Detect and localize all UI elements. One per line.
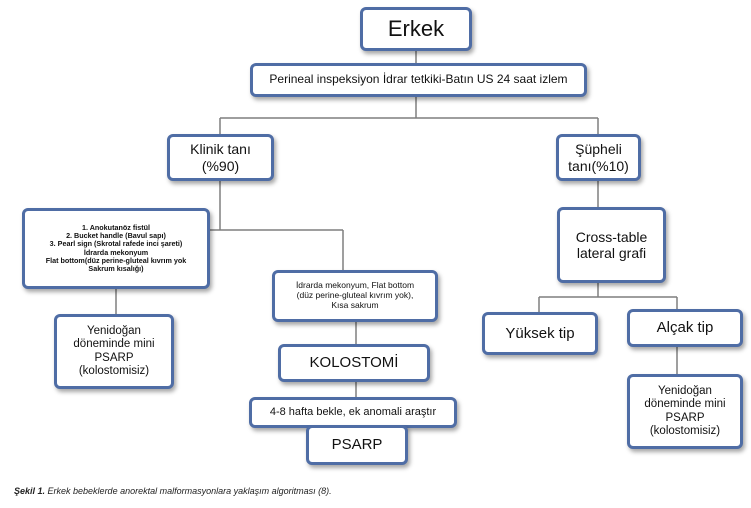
node-findings: 1. Anokutanöz fistül 2. Bucket handle (B… bbox=[22, 208, 210, 289]
node-newborn-left: Yenidoğan döneminde mini PSARP (kolostom… bbox=[54, 314, 174, 389]
node-colostomy-label: KOLOSTOMİ bbox=[309, 354, 399, 372]
node-wait: 4-8 hafta bekle, ek anomali araştır bbox=[249, 397, 457, 428]
caption-text: Erkek bebeklerde anorektal malformasyonl… bbox=[45, 486, 332, 496]
node-crosstable: Cross-table lateral grafi bbox=[557, 207, 666, 283]
node-newborn-right: Yenidoğan döneminde mini PSARP (kolostom… bbox=[627, 374, 743, 449]
node-urine-meconium-label: İdrarda mekonyum, Flat bottom (düz perin… bbox=[295, 280, 415, 310]
node-wait-label: 4-8 hafta bekle, ek anomali araştır bbox=[269, 406, 437, 419]
node-inspection: Perineal inspeksiyon İdrar tetkiki-Batın… bbox=[250, 63, 587, 97]
figure-caption: Şekil 1. Erkek bebeklerde anorektal malf… bbox=[14, 486, 332, 496]
node-root: Erkek bbox=[360, 7, 472, 51]
node-high-label: Yüksek tip bbox=[505, 324, 575, 342]
node-newborn-left-label: Yenidoğan döneminde mini PSARP (kolostom… bbox=[73, 325, 155, 377]
node-low: Alçak tip bbox=[627, 309, 743, 347]
node-suspect-label: Şüpheli tanı(%10) bbox=[568, 141, 629, 174]
node-suspect: Şüpheli tanı(%10) bbox=[556, 134, 641, 181]
node-root-label: Erkek bbox=[387, 16, 445, 42]
node-inspection-label: Perineal inspeksiyon İdrar tetkiki-Batın… bbox=[269, 72, 568, 87]
node-newborn-right-label: Yenidoğan döneminde mini PSARP (kolostom… bbox=[644, 385, 726, 437]
node-crosstable-label: Cross-table lateral grafi bbox=[575, 228, 648, 261]
node-clinical-label: Klinik tanı (%90) bbox=[190, 141, 251, 174]
node-psarp: PSARP bbox=[306, 425, 408, 465]
node-high: Yüksek tip bbox=[482, 312, 598, 355]
node-low-label: Alçak tip bbox=[656, 319, 714, 337]
node-findings-label: 1. Anokutanöz fistül 2. Bucket handle (B… bbox=[45, 222, 187, 274]
caption-label: Şekil 1. bbox=[14, 486, 46, 496]
node-psarp-label: PSARP bbox=[331, 436, 383, 454]
node-urine-meconium: İdrarda mekonyum, Flat bottom (düz perin… bbox=[272, 270, 438, 322]
node-colostomy: KOLOSTOMİ bbox=[278, 344, 430, 382]
node-clinical: Klinik tanı (%90) bbox=[167, 134, 274, 181]
